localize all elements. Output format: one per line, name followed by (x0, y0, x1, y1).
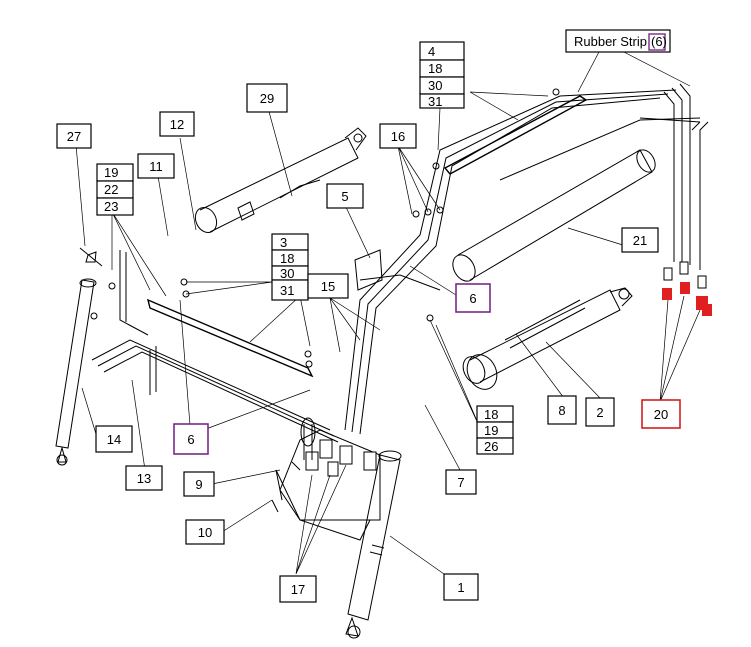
callout-16-label: 16 (391, 129, 405, 144)
callout-21: 21 (621, 227, 659, 253)
callout-6b-label: 6 (187, 432, 194, 447)
callout-stack-3-18-30-31: 3 18 30 31 (271, 233, 309, 301)
callout-2: 2 (585, 397, 615, 427)
callout-10-label: 10 (198, 525, 212, 540)
rubber-strip-label: Rubber Strip (574, 34, 647, 49)
callout-6-right: 6 (455, 283, 491, 313)
callout-18c-label: 18 (484, 407, 498, 422)
callout-12: 12 (159, 111, 195, 137)
callout-14: 14 (95, 425, 133, 453)
callout-22-label: 22 (104, 182, 118, 197)
rubber-strip-qty: (6) (651, 34, 667, 49)
callout-27-label: 27 (67, 129, 81, 144)
callout-17-label: 17 (291, 582, 305, 597)
callout-8: 8 (547, 395, 577, 425)
callout-5-label: 5 (341, 189, 348, 204)
callout-1: 1 (443, 573, 479, 601)
callout-6-left: 6 (173, 423, 209, 455)
callout-5: 5 (326, 183, 364, 209)
callout-13: 13 (125, 465, 163, 491)
callout-7: 7 (445, 469, 477, 495)
callout-29: 29 (246, 83, 288, 113)
callout-12-label: 12 (170, 117, 184, 132)
callout-stack-18-19-26: 18 19 26 (476, 405, 514, 455)
callout-9: 9 (183, 471, 215, 497)
callout-11: 11 (137, 153, 175, 179)
callout-20: 20 (641, 399, 681, 429)
callout-1-label: 1 (457, 580, 464, 595)
callout-17: 17 (279, 575, 317, 603)
callout-30-label: 30 (428, 78, 442, 93)
callout-4-label: 4 (428, 44, 435, 59)
callout-rubber-strip: Rubber Strip (6) (565, 29, 671, 53)
callout-3-label: 3 (280, 235, 287, 250)
callout-31b-label: 31 (280, 283, 294, 298)
callout-20-label: 20 (654, 407, 668, 422)
callout-11-label: 11 (149, 159, 163, 174)
leader-lines (75, 49, 701, 575)
callout-18b-label: 18 (280, 251, 294, 266)
callout-16: 16 (379, 123, 417, 149)
callout-21-label: 21 (633, 233, 647, 248)
callout-19-label: 19 (104, 165, 118, 180)
callout-31-label: 31 (428, 94, 442, 109)
callout-23-label: 23 (104, 199, 118, 214)
callout-13-label: 13 (137, 471, 151, 486)
callout-9-label: 9 (195, 477, 202, 492)
callout-30b-label: 30 (280, 266, 294, 281)
callout-19c-label: 19 (484, 423, 498, 438)
callout-stack-19-22-23: 19 22 23 (96, 163, 134, 216)
callout-8-label: 8 (558, 403, 565, 418)
callout-18-label: 18 (428, 61, 442, 76)
callout-10: 10 (185, 519, 225, 545)
callout-stack-4-18-30-31: 4 18 30 31 (419, 41, 465, 109)
callout-2-label: 2 (596, 405, 603, 420)
callout-15: 15 (307, 273, 349, 299)
callout-15-label: 15 (321, 279, 335, 294)
callout-6a-label: 6 (469, 291, 476, 306)
callout-7-label: 7 (457, 475, 464, 490)
callout-26-label: 26 (484, 439, 498, 454)
callout-27: 27 (56, 123, 92, 149)
callout-29-label: 29 (260, 91, 274, 106)
callout-14-label: 14 (107, 432, 121, 447)
